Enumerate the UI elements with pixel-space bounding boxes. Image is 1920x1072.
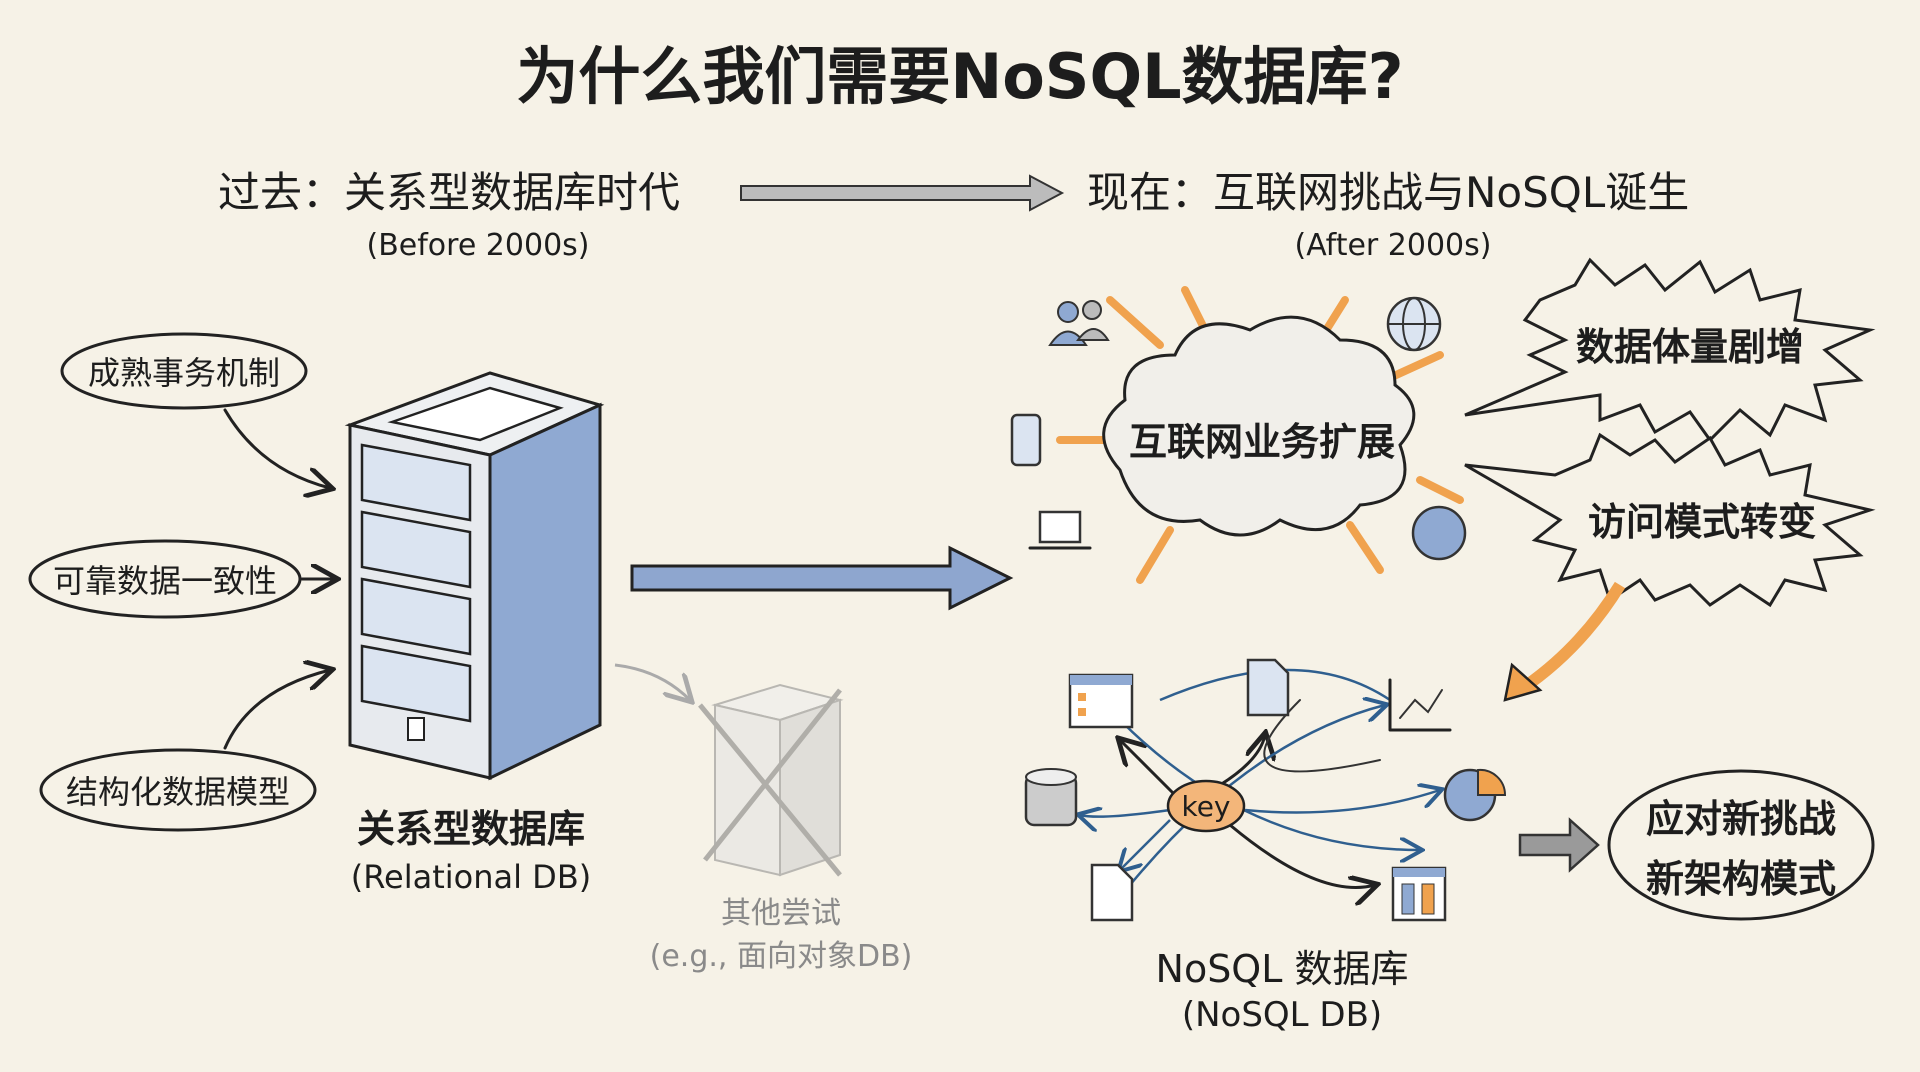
key-node: key — [1166, 779, 1246, 833]
nosql-sublabel: (NoSQL DB) — [1182, 995, 1382, 1035]
orange-arrow — [1516, 581, 1626, 695]
svg-text:结构化数据模型: 结构化数据模型 — [66, 773, 290, 811]
svg-text:可靠数据一致性: 可靠数据一致性 — [53, 562, 277, 600]
document-icon — [1246, 658, 1290, 717]
rdb-sublabel: (Relational DB) — [351, 858, 592, 896]
svg-text:成熟事务机制: 成熟事务机制 — [88, 354, 280, 392]
feature-arrow — [223, 408, 330, 488]
earth-icon — [1411, 505, 1467, 561]
users-icon — [1048, 300, 1110, 346]
svg-text:应对新挑战: 应对新挑战 — [1646, 797, 1836, 841]
page-title: 为什么我们需要NoSQL数据库? — [516, 40, 1403, 113]
rdb-label: 关系型数据库 — [357, 807, 585, 851]
line-chart-icon — [1388, 678, 1452, 732]
svg-text:key: key — [1181, 790, 1230, 823]
feature-bubble: 结构化数据模型 — [39, 748, 317, 832]
past-period: (Before 2000s) — [366, 228, 589, 263]
cloud-shape — [1102, 315, 1416, 537]
feature-arrow — [223, 670, 330, 750]
list-doc-icon — [1068, 673, 1134, 729]
other-sublabel: (e.g., 面向对象DB) — [650, 939, 913, 974]
result-bubble: 应对新挑战 新架构模式 — [1607, 769, 1875, 921]
challenge-burst: 数据体量剧增 — [1464, 257, 1876, 443]
timeline-arrow — [740, 174, 1065, 212]
database-icon — [1024, 768, 1078, 827]
relational-db-server-icon — [344, 371, 605, 781]
document-icon — [1090, 863, 1134, 922]
other-label: 其他尝试 — [721, 896, 841, 931]
present-period: (After 2000s) — [1295, 228, 1492, 263]
table-icon — [1391, 866, 1447, 922]
transition-arrow — [630, 545, 1014, 611]
present-heading: 现在：互联网挑战与NoSQL诞生 — [1087, 168, 1689, 217]
phone-icon — [1010, 413, 1042, 467]
globe-icon — [1386, 296, 1442, 352]
pie-chart-icon — [1443, 768, 1507, 822]
feature-bubble: 可靠数据一致性 — [28, 539, 302, 619]
cloud-label: 互联网业务扩展 — [1129, 420, 1395, 464]
nosql-label: NoSQL 数据库 — [1156, 947, 1409, 991]
laptop-icon — [1028, 510, 1092, 550]
challenge-burst: 访问模式转变 — [1464, 432, 1876, 608]
orange-arrowhead — [1503, 662, 1543, 702]
svg-text:访问模式转变: 访问模式转变 — [1588, 500, 1816, 544]
feature-bubble: 成熟事务机制 — [60, 332, 308, 410]
faded-arrow — [614, 663, 690, 700]
svg-text:新架构模式: 新架构模式 — [1646, 857, 1836, 901]
explosion-rays — [1056, 286, 1464, 584]
svg-text:数据体量剧增: 数据体量剧增 — [1576, 325, 1804, 369]
crossed-out-server-icon — [698, 683, 844, 877]
past-heading: 过去：关系型数据库时代 — [218, 168, 680, 217]
nosql-connections — [1080, 668, 1440, 888]
result-arrow — [1518, 817, 1600, 873]
